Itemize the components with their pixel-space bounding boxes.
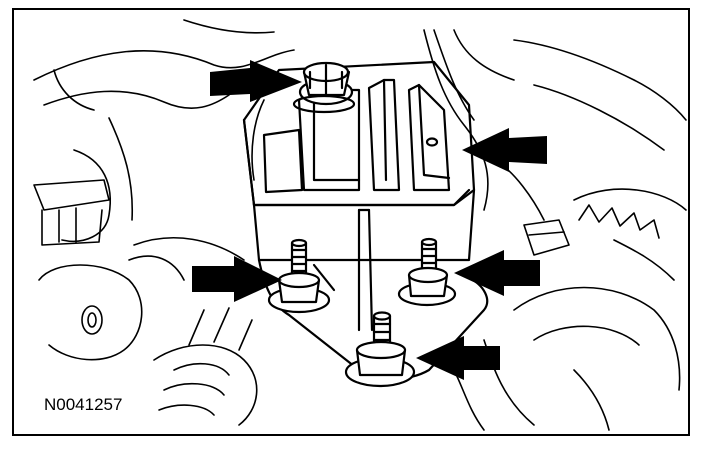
arrow-left-stud-nut [192, 256, 282, 302]
left-stud-nut [267, 238, 331, 314]
figure-id-label: N0041257 [42, 395, 125, 415]
callout-arrows [192, 60, 547, 380]
figure-frame: N0041257 [12, 8, 690, 436]
right-stud-nut [397, 237, 457, 307]
mount-illustration [33, 19, 687, 431]
mount-bracket [242, 60, 489, 380]
arrow-bottom-stud-nut [416, 336, 500, 380]
arrow-side-hole [462, 128, 547, 172]
arrow-right-stud-nut [454, 250, 540, 296]
arrow-top-bolt [210, 60, 302, 102]
top-bolt [292, 61, 356, 114]
bottom-stud-nut [344, 311, 416, 388]
